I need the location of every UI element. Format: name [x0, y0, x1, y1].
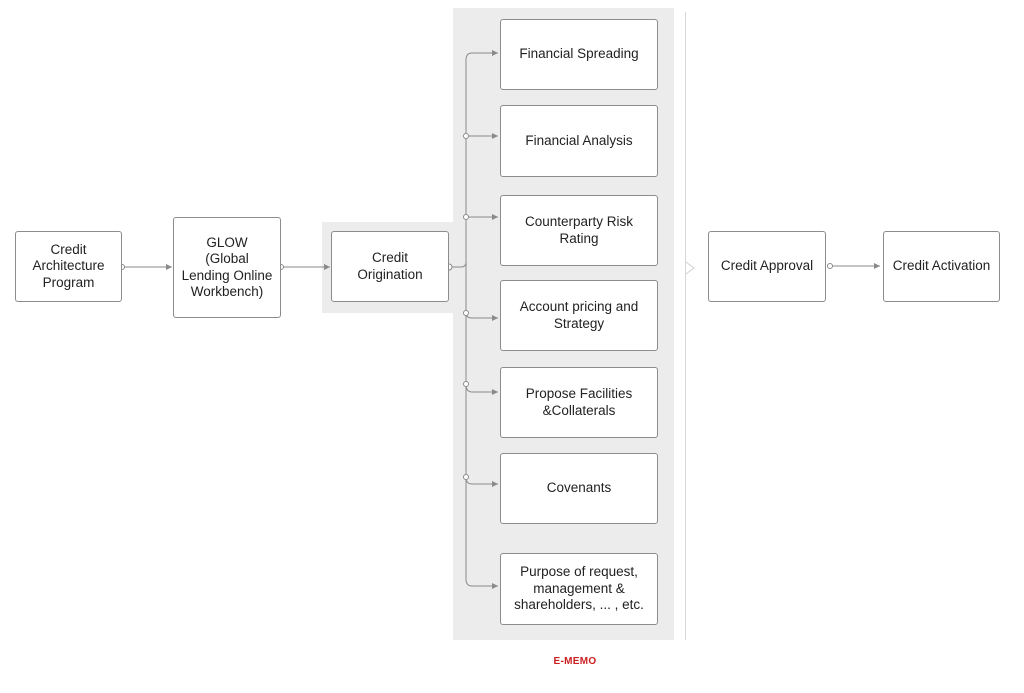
node-label: Covenants: [546, 480, 612, 496]
node-glow[interactable]: GLOW (Global Lending Online Workbench): [173, 217, 281, 318]
node-account-pricing[interactable]: Account pricing and Strategy: [500, 280, 658, 351]
connector-dot: [463, 214, 469, 220]
node-label: Credit Activation: [892, 258, 991, 274]
node-financial-spreading[interactable]: Financial Spreading: [500, 19, 658, 90]
connector-dot: [463, 474, 469, 480]
connector-origination-trunk: [449, 50, 498, 268]
node-label: Financial Analysis: [525, 132, 633, 148]
node-propose-facilities[interactable]: Propose Facilities &Collaterals: [500, 367, 658, 438]
node-label: Account pricing and Strategy: [519, 299, 639, 331]
node-label: Credit Architecture Program: [32, 241, 105, 290]
connector-branch-covenants: [465, 476, 498, 487]
node-purpose-of-request[interactable]: Purpose of request, management & shareho…: [500, 553, 658, 625]
section-divider: [685, 12, 686, 640]
node-label: Financial Spreading: [519, 46, 639, 62]
node-credit-approval[interactable]: Credit Approval: [708, 231, 826, 302]
connector-dot: [463, 310, 469, 316]
connector-branch-pricing: [465, 312, 498, 321]
node-counterparty-risk[interactable]: Counterparty Risk Rating: [500, 195, 658, 266]
ememo-label: E-MEMO: [553, 656, 597, 667]
divider-chevron: [685, 261, 695, 275]
node-credit-origination[interactable]: Credit Origination: [331, 231, 449, 302]
node-label: Propose Facilities &Collaterals: [525, 386, 633, 418]
node-label: Credit Approval: [720, 258, 814, 274]
node-credit-architecture[interactable]: Credit Architecture Program: [15, 231, 122, 302]
connector-dot: [463, 133, 469, 139]
node-label: GLOW (Global Lending Online Workbench): [181, 234, 273, 300]
connector-branch-facilities: [465, 383, 498, 395]
node-covenants[interactable]: Covenants: [500, 453, 658, 524]
connector-trunk-lower: [465, 262, 498, 589]
node-label: Counterparty Risk Rating: [524, 214, 634, 246]
node-label: Purpose of request, management & shareho…: [514, 564, 644, 613]
connector-dot: [827, 263, 833, 269]
node-financial-analysis[interactable]: Financial Analysis: [500, 105, 658, 177]
node-label: Credit Origination: [357, 250, 423, 282]
connector-dot: [463, 381, 469, 387]
node-credit-activation[interactable]: Credit Activation: [883, 231, 1000, 302]
